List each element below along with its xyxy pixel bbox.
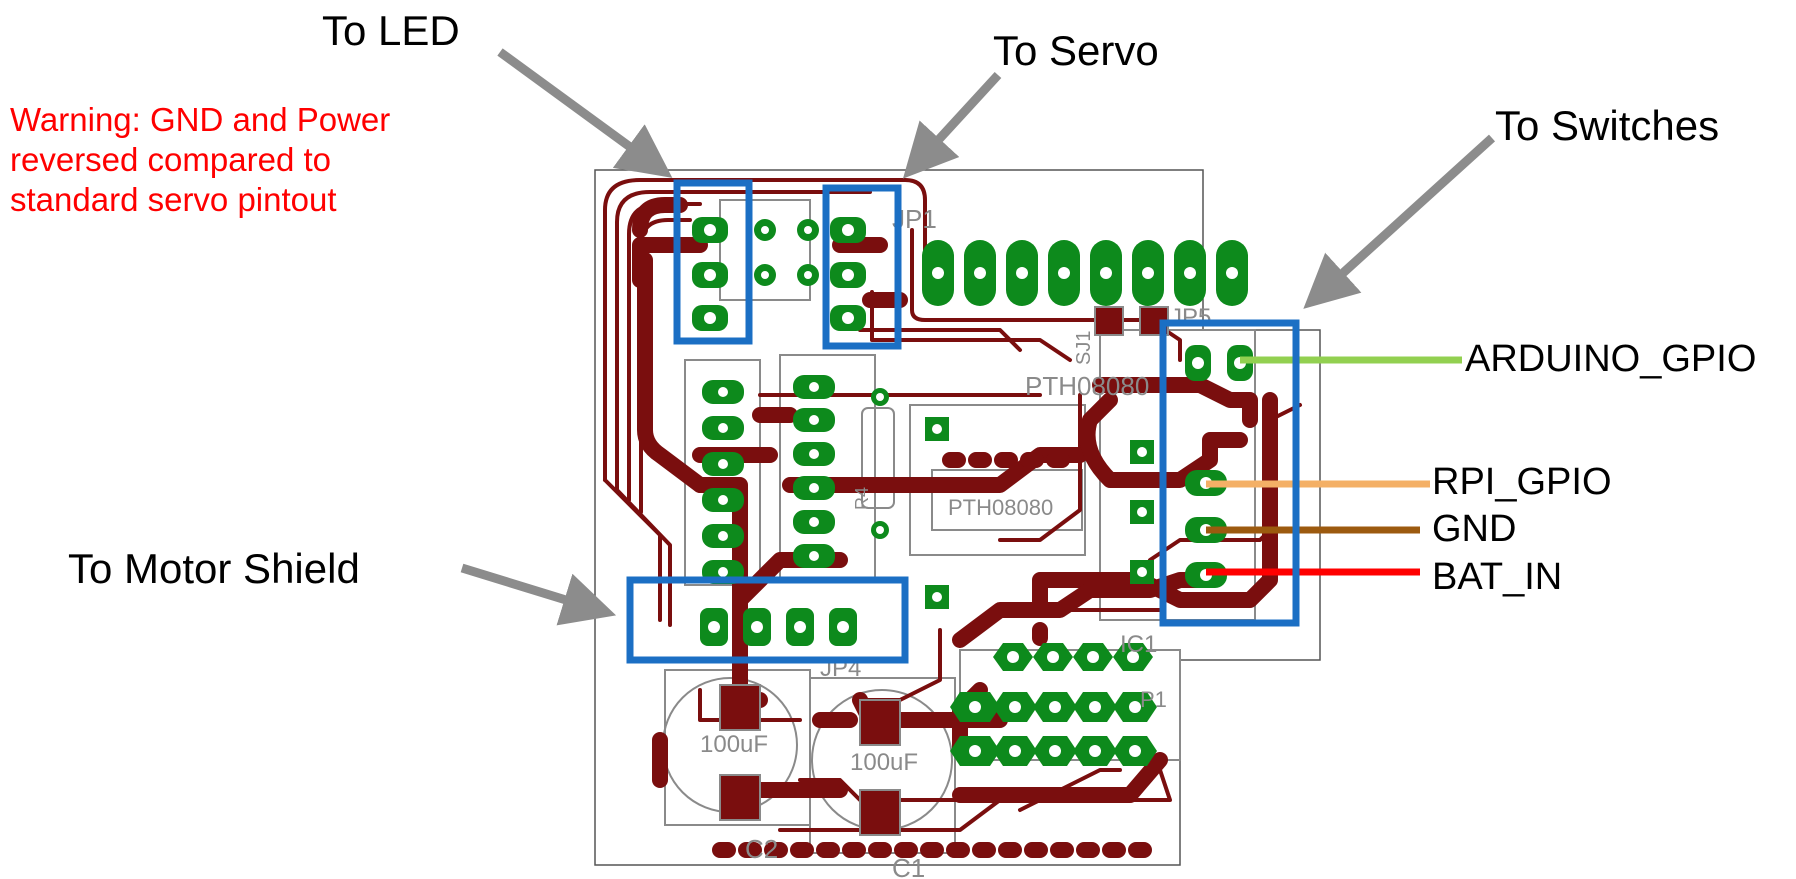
label-sj1: SJ1: [1073, 331, 1095, 365]
label-c2: C2: [745, 834, 778, 864]
label-pth-top: PTH08080: [1025, 371, 1149, 401]
pin-wires: [1206, 356, 1462, 576]
callout-to-switches: To Switches: [1495, 102, 1720, 149]
arrow-to-servo: [902, 71, 1002, 179]
label-pth-mid: PTH08080: [948, 495, 1053, 520]
warning-line-1: Warning: GND and Power: [10, 101, 391, 138]
led-connector-box: [673, 179, 753, 345]
pin-label-gnd: GND: [1432, 508, 1517, 550]
pin-label-arduino-gpio: ARDUINO_GPIO: [1465, 338, 1757, 380]
label-ic1: IC1: [1120, 631, 1157, 658]
label-c1: C1: [892, 853, 925, 879]
warning-line-3: standard servo pintout: [10, 181, 337, 218]
motor-shield-connector-box: [626, 576, 909, 664]
switches-connector-box: [1159, 319, 1300, 627]
arrow-to-switches: [1303, 134, 1496, 309]
drill-holes: [704, 224, 1246, 757]
label-cap-value-left: 100uF: [700, 731, 768, 758]
pin-label-rpi-gpio: RPI_GPIO: [1432, 461, 1612, 503]
label-cap-value-right: 100uF: [850, 749, 918, 776]
callout-arrows: [460, 48, 1496, 626]
dashed-traces: [712, 452, 1168, 858]
arrow-to-motor-shield: [460, 563, 617, 626]
callout-to-led: To LED: [322, 7, 460, 54]
label-p1: P1: [1140, 687, 1167, 712]
highlight-boxes: [626, 179, 1300, 664]
servo-connector-box: [822, 184, 902, 350]
callout-to-motor-shield: To Motor Shield: [68, 545, 360, 592]
board-outline: [594, 169, 1321, 866]
silkscreen-labels: JP1 JP5 PTH08080 PTH08080 R4 SJ1 JP4 100…: [700, 204, 1211, 879]
callout-to-servo: To Servo: [993, 27, 1159, 74]
servo-pinout-warning: Warning: GND and Power reversed compared…: [10, 100, 390, 220]
warning-line-2: reversed compared to: [10, 141, 331, 178]
label-r4: R4: [852, 487, 872, 510]
pin-label-bat-in: BAT_IN: [1432, 556, 1563, 598]
arrow-to-led: [497, 48, 673, 178]
label-jp5: JP5: [1170, 304, 1211, 331]
